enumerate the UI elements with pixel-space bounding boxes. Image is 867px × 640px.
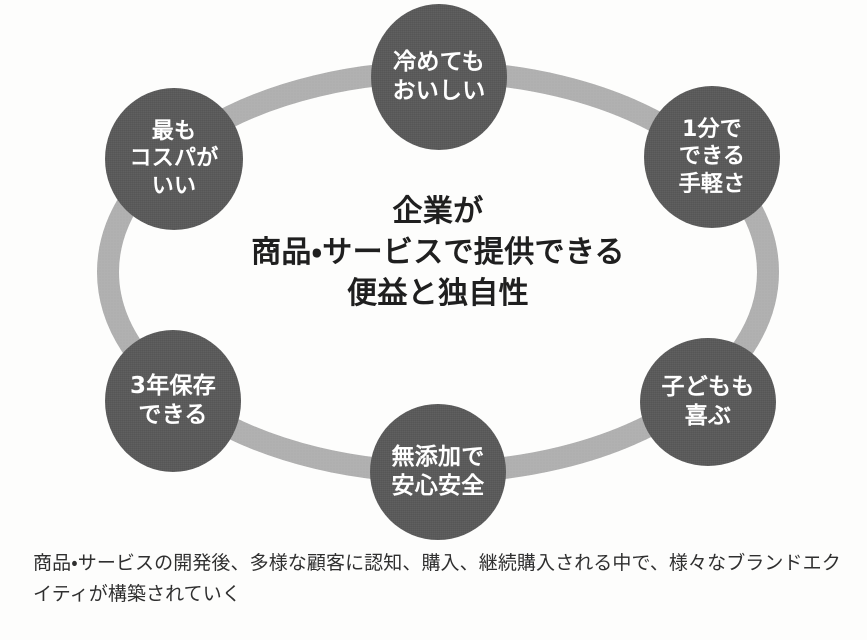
node-bottom-left-line-2: できる: [138, 402, 208, 428]
node-bottom-right-line-1: 子どもも: [661, 374, 755, 401]
node-top-left-line-3: いい: [151, 173, 197, 199]
center-message-line-1: 企業が: [392, 194, 484, 229]
node-top[interactable]: 冷めても おいしい: [371, 4, 507, 150]
node-top-left[interactable]: 最も コスパが いい: [105, 88, 243, 230]
node-bottom-left[interactable]: 3年保存 できる: [105, 330, 241, 472]
node-top-right-line-1: 1分で: [682, 117, 742, 143]
node-top-line-2: おいしい: [392, 78, 486, 104]
node-bottom-line-2: 安心安全: [391, 473, 485, 499]
node-bottom[interactable]: 無添加で 安心安全: [370, 404, 506, 540]
node-top-right-line-2: できる: [678, 144, 746, 170]
node-bottom-line-1: 無添加で: [391, 444, 485, 471]
node-top-right-line-3: 手軽さ: [678, 171, 746, 197]
node-bottom-right[interactable]: 子どもも 喜ぶ: [640, 338, 776, 466]
node-top-right[interactable]: 1分で できる 手軽さ: [644, 86, 780, 228]
center-message-line-2: 商品・サービスで提供できる: [251, 234, 625, 270]
center-message-line-3: 便益と独自性: [347, 275, 529, 311]
caption-text: 商品・サービスの開発後、多様な顧客に認知、購入、継続購入される中で、様々なブラン…: [33, 552, 841, 605]
node-top-left-line-1: 最も: [151, 119, 197, 145]
node-bottom-left-line-1: 3年保存: [130, 373, 216, 400]
node-top-left-line-2: コスパが: [129, 146, 219, 172]
node-top-line-1: 冷めても: [393, 49, 485, 76]
cycle-diagram: 企業が 商品・サービスで提供できる 便益と独自性 冷めても おいしい 1分で で…: [97, 4, 780, 540]
center-message: 企業が 商品・サービスで提供できる 便益と独自性: [188, 192, 688, 314]
node-bottom-right-line-2: 喜ぶ: [684, 403, 732, 429]
